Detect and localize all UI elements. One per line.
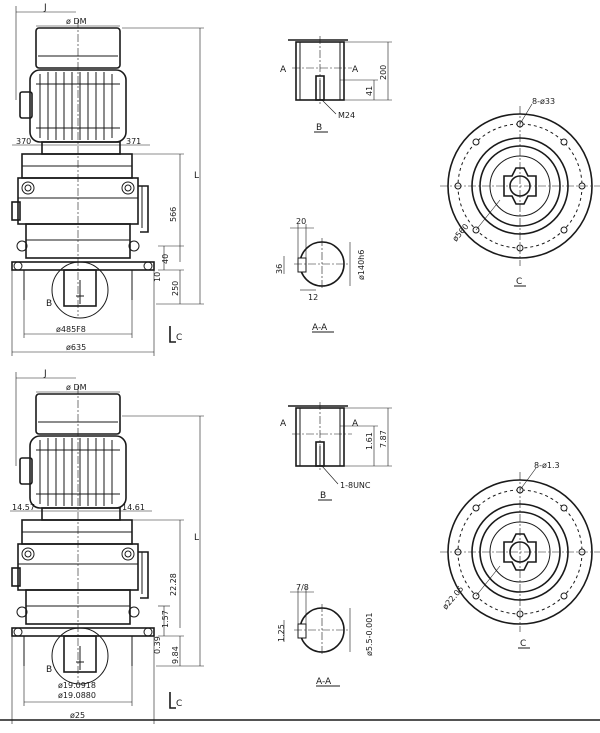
dim-spigot-lower: ø19.0880 (58, 691, 96, 700)
dim-flange: ø25 (70, 711, 85, 720)
dim-l: L (194, 171, 199, 181)
section-a-right: A (352, 65, 359, 75)
view-c-marker: C (176, 699, 182, 709)
dim-200: 200 (379, 65, 388, 80)
dim-left-offset: 14.57 (12, 503, 35, 512)
dim-2228: 22.28 (169, 573, 178, 596)
view-c-label: C (516, 277, 522, 287)
dim-125: 1.25 (277, 624, 286, 642)
flange-end-view (439, 105, 600, 267)
dim-12: 12 (308, 293, 318, 302)
bolt-holes: 8-ø33 (532, 97, 555, 106)
dim-spigot-upper: ø19.0918 (58, 681, 96, 690)
flange-end-view (439, 471, 600, 633)
gear-motor-side-view (11, 385, 155, 685)
dim-7-8: 7/8 (296, 583, 309, 592)
dim-250: 250 (171, 281, 180, 296)
dim-dm: ø DM (66, 17, 87, 26)
section-a-left: A (280, 419, 287, 429)
dim-566: 566 (169, 207, 178, 222)
dim-j: J (43, 3, 47, 13)
metric-drawing: J ø DM 370 371 L 566 40 10 250 ø485F8 ø6 (11, 3, 600, 356)
dim-j: J (43, 369, 47, 379)
thread-m24: M24 (338, 111, 355, 120)
dim-20: 20 (296, 217, 306, 226)
dim-shaft-dia: ø5.5-0.001 (365, 613, 374, 656)
view-b-label: B (320, 491, 326, 501)
dim-l: L (194, 533, 199, 543)
section-aa-view (293, 237, 351, 291)
dim-10: 10 (153, 272, 162, 282)
detail-b-view (287, 35, 353, 107)
view-b-label: B (316, 123, 322, 133)
imperial-drawing: J ø DM 14.57 14.61 L 22.28 1.57 0.39 9.8… (10, 369, 600, 724)
dim-36: 36 (275, 264, 284, 274)
dim-right-offset: 14.61 (122, 503, 145, 512)
dim-right-offset: 371 (126, 137, 141, 146)
section-a-left: A (280, 65, 287, 75)
dim-shaft-dia: ø140h6 (357, 250, 366, 280)
dim-984: 9.84 (171, 646, 180, 664)
section-aa-label: A-A (312, 323, 328, 333)
section-a-right: A (352, 419, 359, 429)
pcd-diameter: ø560 (451, 222, 471, 243)
dim-161: 1.61 (365, 432, 374, 450)
thread-unc: 1-8UNC (340, 481, 371, 490)
detail-b-marker: B (46, 299, 52, 309)
detail-b-marker: B (46, 665, 52, 675)
dim-spigot: ø485F8 (56, 325, 86, 334)
dim-dm: ø DM (66, 383, 87, 392)
gear-motor-side-view (11, 19, 155, 319)
view-c-marker: C (176, 333, 182, 343)
section-aa-label: A-A (316, 677, 332, 687)
pcd-diameter: ø22.05 (441, 584, 466, 611)
dim-157: 1.57 (161, 610, 170, 628)
dim-039: 0.39 (153, 636, 162, 654)
dim-40: 40 (161, 254, 170, 264)
view-c-label: C (520, 639, 526, 649)
dim-41: 41 (365, 86, 374, 96)
section-aa-view (293, 603, 351, 657)
bolt-holes: 8-ø1.3 (534, 461, 560, 470)
dim-flange: ø635 (66, 343, 86, 352)
detail-b-view (287, 401, 353, 473)
dim-left-offset: 370 (16, 137, 31, 146)
dim-787: 7.87 (379, 430, 388, 448)
